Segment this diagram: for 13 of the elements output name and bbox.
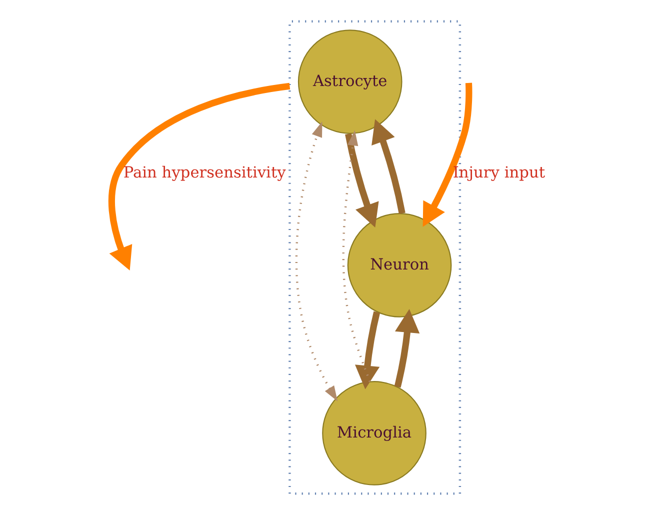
edge-label: Pain hypersensitivity <box>123 164 286 182</box>
node-circle: Neuron <box>347 213 452 318</box>
arrow <box>342 130 371 382</box>
arrow <box>108 82 290 270</box>
node-circle: Microglia <box>322 381 426 486</box>
arrow <box>295 122 338 402</box>
arrow <box>355 311 380 390</box>
arrow <box>422 82 472 227</box>
arrow <box>345 133 379 228</box>
node-circle: Astrocyte <box>298 30 402 134</box>
edge-label: Injury input <box>452 164 546 182</box>
arrow <box>394 308 420 388</box>
arrow <box>372 119 406 214</box>
